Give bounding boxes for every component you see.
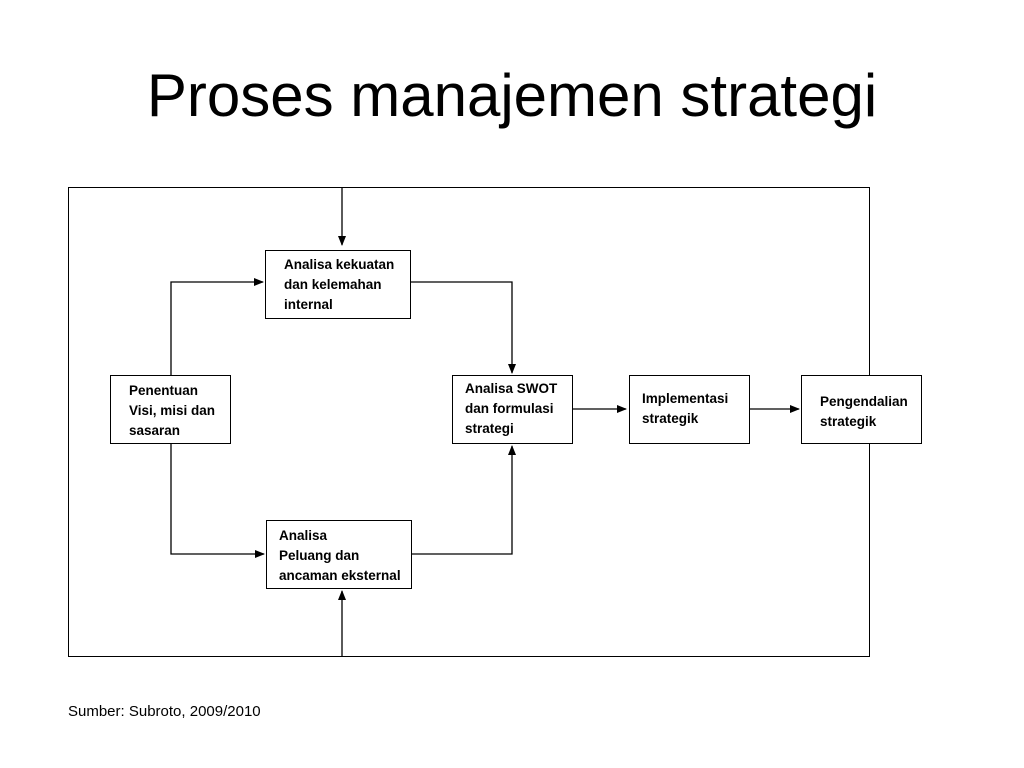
box-swot-formulation-line-1: Analisa SWOT — [465, 381, 558, 396]
box-strategy-control-line-1: Pengendalian — [820, 394, 908, 409]
box-internal-analysis-line-2: dan kelemahan — [284, 277, 382, 292]
box-vision-mission-line-2: Visi, misi dan — [129, 403, 216, 418]
box-vision-mission-line-1: Penentuan — [129, 383, 199, 398]
box-swot-formulation-line-3: strategi — [465, 421, 514, 436]
box-external-analysis-line-3: ancaman eksternal — [279, 568, 401, 583]
source-citation: Sumber: Subroto, 2009/2010 — [68, 703, 261, 720]
arrow-vision-to-internal — [170, 278, 264, 375]
arrow-external-to-swot — [410, 445, 516, 555]
arrow-internal-to-swot — [410, 281, 516, 374]
box-internal-analysis-line-1: Analisa kekuatan — [284, 257, 395, 272]
arrow-vision-to-external — [170, 443, 265, 558]
box-swot-formulation: Analisa SWOT dan formulasi strategi — [452, 375, 573, 444]
box-internal-analysis-line-3: internal — [284, 297, 333, 312]
box-vision-mission-line-3: sasaran — [129, 423, 181, 438]
box-vision-mission: Penentuan Visi, misi dan sasaran — [110, 375, 231, 444]
box-strategy-control: Pengendalian strategik — [801, 375, 922, 444]
box-internal-analysis: Analisa kekuatan dan kelemahan internal — [265, 250, 411, 319]
box-strategy-implementation-line-1: Implementasi — [642, 391, 729, 406]
box-external-analysis-line-2: Peluang dan — [279, 548, 360, 563]
box-swot-formulation-line-2: dan formulasi — [465, 401, 554, 416]
box-strategy-implementation-line-2: strategik — [642, 411, 699, 426]
box-external-analysis-line-1: Analisa — [279, 528, 328, 543]
box-external-analysis: Analisa Peluang dan ancaman eksternal — [266, 520, 412, 589]
slide-title: Proses manajemen strategi — [146, 62, 878, 129]
box-strategy-control-line-2: strategik — [820, 414, 877, 429]
box-strategy-implementation: Implementasi strategik — [629, 375, 750, 444]
